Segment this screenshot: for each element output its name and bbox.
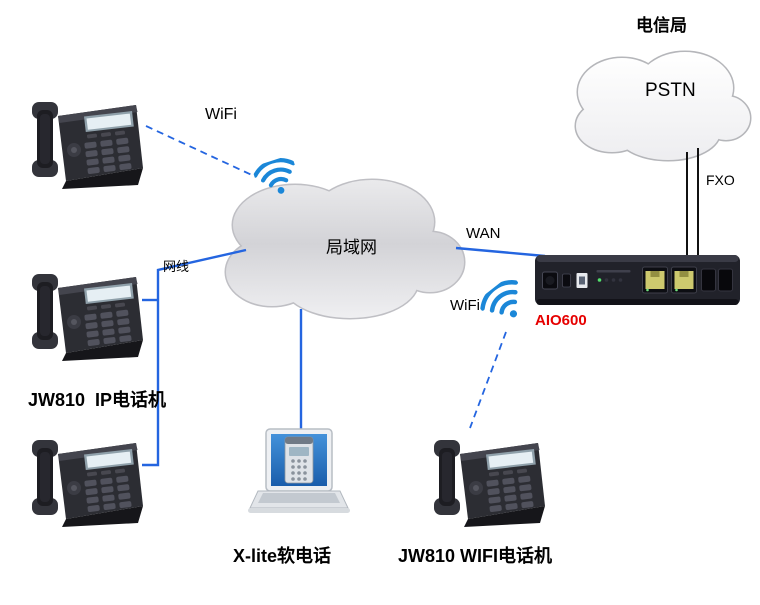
voip-gateway-aio600	[534, 250, 741, 315]
wifi-icon-gateway	[477, 276, 532, 330]
softphone-caption: X-lite软电话	[233, 546, 332, 566]
ethernet-label: 网线	[163, 259, 190, 274]
gateway-icon	[534, 250, 741, 310]
laptop-softphone	[246, 428, 352, 535]
wan-wire	[455, 246, 546, 258]
ip-phone-icon	[24, 260, 146, 362]
ip-phones-caption: JW810 IP电话机	[28, 390, 167, 410]
pstn-cloud	[574, 50, 752, 162]
ip-phone-3	[24, 426, 146, 533]
gateway-model-label: AIO600	[535, 312, 587, 329]
ip-phone-icon	[24, 88, 146, 190]
wifi-label-gateway: WiFi	[450, 297, 480, 314]
fxo-label: FXO	[706, 172, 735, 188]
wifi-phone-icon	[426, 426, 548, 528]
ip-phone-1	[24, 88, 146, 195]
wifi-link-phone1	[145, 125, 255, 177]
ethernet-bus-wire	[142, 248, 247, 467]
wifi-phone-caption: JW810 WIFI电话机	[398, 546, 553, 566]
ip-phone-icon	[24, 426, 146, 528]
wifi-phone	[426, 426, 548, 533]
wifi-label-lan: WiFi	[205, 106, 237, 123]
fxo-lines	[686, 148, 699, 258]
wan-label: WAN	[466, 225, 501, 242]
ip-phone-2	[24, 260, 146, 367]
pstn-label: PSTN	[645, 80, 696, 101]
wifi-link-wifi-phone	[469, 331, 507, 429]
laptop-icon	[246, 428, 352, 530]
telecom-office-label: 电信局	[636, 16, 687, 35]
lan-label: 局域网	[326, 238, 377, 257]
